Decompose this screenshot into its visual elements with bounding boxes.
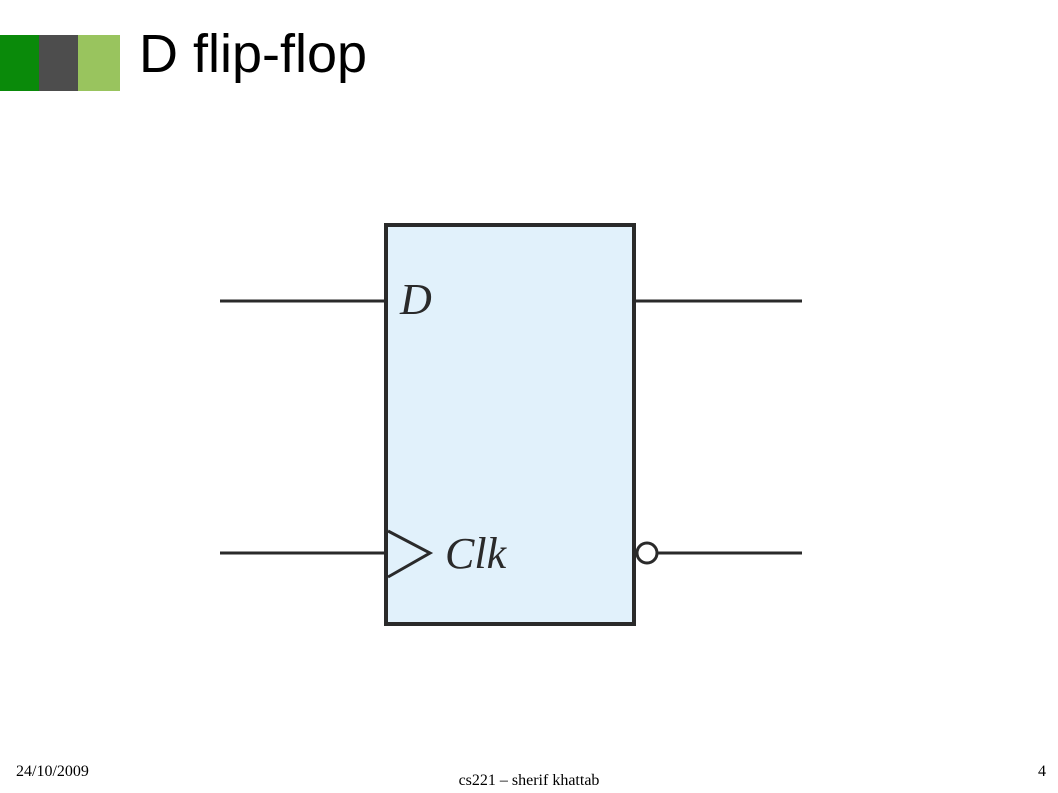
page-number: 4 (1038, 763, 1046, 780)
d-input-label: D (399, 275, 432, 324)
slide-title: D flip-flop (139, 24, 368, 84)
clk-input-label: Clk (445, 529, 508, 578)
clock-edge-triangle (387, 529, 434, 579)
accent-block-light-green (78, 35, 120, 91)
accent-block-gray (39, 35, 79, 91)
footer-date: 24/10/2009 (16, 763, 89, 780)
inversion-bubble (635, 541, 659, 565)
accent-block-green (0, 35, 40, 91)
flip-flop-body (384, 223, 636, 626)
footer-author: cs221 – sherif khattab (458, 772, 600, 789)
